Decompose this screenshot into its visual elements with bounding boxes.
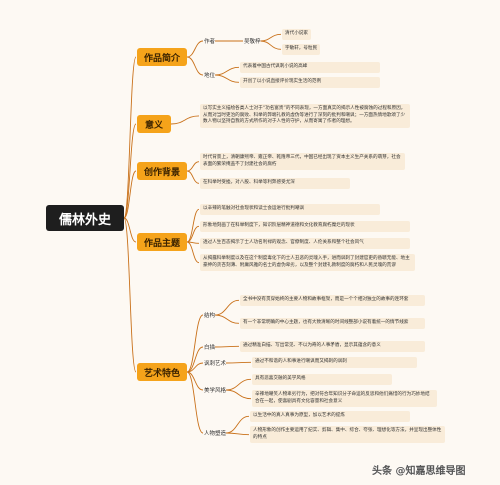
connector-intro-author	[186, 40, 204, 58]
intro-author-detail-1: 清代小说家	[282, 29, 311, 40]
root-node[interactable]: 儒林外史	[46, 205, 124, 231]
connector-meaning	[170, 115, 200, 125]
art-portray-1: 以生活中的真人真事为原型，加以艺术的提炼	[250, 411, 410, 422]
theme-item-1: 以辛辣的笔触对社会现状和读士会运进行批判嘲讽	[200, 204, 380, 215]
connector-theme-4	[186, 241, 200, 264]
connector-structure-2	[215, 314, 240, 324]
branch-intro[interactable]: 作品简介	[137, 48, 187, 66]
theme-item-3: 透过人生百态揭示了士人功名利禄的观念、官僚制度、人伦关系和整个社会风气	[200, 238, 410, 249]
connector-root-meaning	[123, 123, 137, 219]
art-satire-1: 通过不和谐的人和事进行嘲讽而又揭刺的讽刺	[252, 357, 417, 368]
branch-art[interactable]: 艺术特色	[137, 363, 187, 381]
connector-root-intro	[123, 56, 137, 219]
theme-item-2: 形象地刻画了在科举制度下，知识阶层精神道德和文化教育腐朽糜烂的现状	[200, 221, 410, 232]
art-portray-label: 人物塑造	[204, 431, 227, 437]
connector-portray-1	[225, 415, 250, 434]
meaning-text: 以写实主义描绘各类人士对于“功名富贵”的不同表现，一方面真实的揭示人性被腐蚀的过…	[200, 104, 410, 128]
art-beauty-2: 辛辣地嘲笑人物卑劣行为，把对符合年知识分子命运的反思和他们痛惜的行为巧妙地结合在…	[252, 390, 437, 408]
art-white-1: 通过精准白描、写出常见、不以为奇的人事矛盾，显示其蕴含的意义	[240, 341, 425, 352]
art-beauty-1: 具有悲喜交融的美学风格	[252, 374, 392, 385]
connector-art-portray	[186, 371, 204, 434]
connector-bg-1	[186, 161, 200, 172]
art-white-label: 白描	[204, 345, 216, 351]
background-item-1: 时代背景上，清朝康熙帝、雍正帝、乾隆帝三代，中国已经出现了资本主义生产关系的萌芽…	[200, 153, 405, 171]
connector-portray-2	[226, 432, 250, 436]
connector-author-d2	[260, 40, 282, 50]
connector-beauty-1	[226, 378, 252, 391]
background-item-2: 在科举时受挫，对八股、科举等利弊感受尤深	[200, 178, 350, 189]
art-structure-2: 有一个非常明确的中心主题，也有大致清晰的时间线整部小说有着统一的情节线索	[240, 318, 425, 329]
connector-satire-1	[226, 361, 252, 364]
connector-author-d1	[260, 33, 282, 42]
connector-intro-status	[186, 56, 204, 76]
art-structure-1: 全书中没有贯穿始终的主要人物和故事框架，而是一个个相对独立的故事的连环套	[240, 295, 425, 306]
connector-structure-1	[214, 299, 240, 316]
connector-art-satire	[186, 362, 204, 373]
intro-status-1: 代表着中国古代讽刺小说的高峰	[240, 62, 380, 73]
branch-meaning[interactable]: 意义	[137, 115, 171, 133]
theme-item-4: 从揭露科举制度以及在这个制度毒化下的士人丑恶的灵魂入手，进而讽刺了封建官吏的昏聩…	[200, 254, 415, 272]
intro-author-name: 吴敬梓	[244, 39, 261, 45]
branch-theme[interactable]: 作品主题	[137, 233, 187, 251]
art-satire-label: 讽刺艺术	[204, 361, 227, 367]
art-portray-2: 人物形象的创作主要运用了纪实、剪辑、集中、综合、夸张、理想化等方法，并呈现出整体…	[250, 426, 445, 444]
intro-author-detail-2: 字敏轩，号粒民	[282, 44, 321, 55]
connector-theme-1	[186, 208, 200, 243]
art-structure-label: 结构	[204, 313, 216, 319]
connector-white-1	[215, 345, 240, 348]
connector-root-theme	[123, 217, 137, 243]
connector-bg-2	[186, 170, 200, 184]
intro-status-label: 地位	[204, 73, 216, 79]
connector-status-1	[215, 66, 240, 76]
watermark-text: 头条 @知嘉思维导图	[372, 466, 466, 477]
connector-root-art	[123, 217, 137, 373]
intro-status-2: 开创了以小说直接评价现实生活的范例	[240, 77, 380, 88]
connector-status-2	[215, 74, 240, 83]
branch-background[interactable]: 创作背景	[137, 162, 187, 180]
art-beauty-label: 美学风格	[204, 388, 227, 394]
connector-art-structure	[186, 314, 204, 373]
intro-author-label: 作者	[204, 39, 216, 45]
connector-theme-2	[186, 225, 200, 243]
connector-beauty-2	[226, 389, 252, 400]
connector-art-white	[186, 346, 204, 373]
connector-root-background	[123, 170, 137, 219]
